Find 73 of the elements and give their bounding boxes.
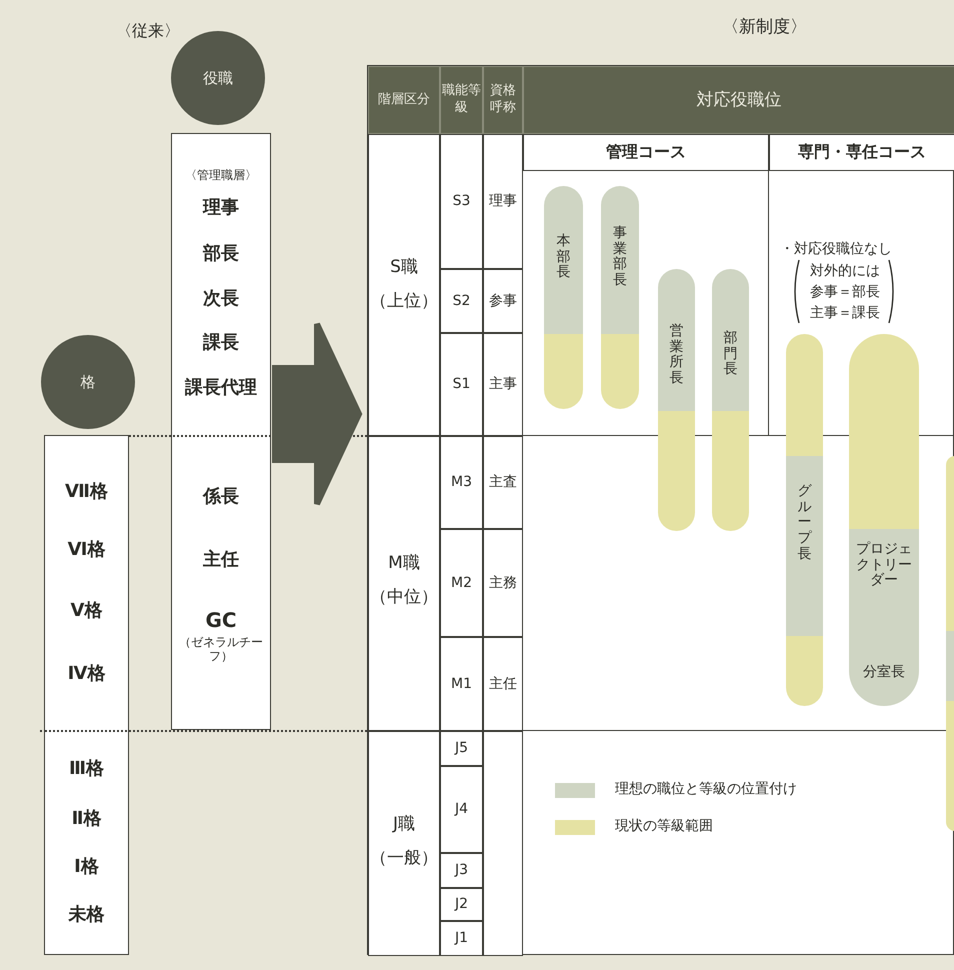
note-text: 参事＝部長 xyxy=(810,283,880,302)
position-name: 次長 xyxy=(203,289,239,310)
grade-name: Ⅳ格 xyxy=(68,664,106,685)
position-note: （ゼネラルチーフ） xyxy=(178,636,264,664)
note-text: ・対応役職位なし xyxy=(780,240,892,258)
grade-list-box xyxy=(44,435,129,955)
cell-text: S2 xyxy=(452,292,470,310)
grade-name: Ⅶ格 xyxy=(65,482,108,503)
cell-text: M1 xyxy=(451,674,472,694)
note-text: 対外的には xyxy=(810,262,880,281)
cell-text: M2 xyxy=(451,574,472,592)
cell-text: S1 xyxy=(452,375,470,394)
position-label: 部門長 xyxy=(723,331,738,378)
position-bar xyxy=(946,456,954,831)
table-heading: 〈新制度〉 xyxy=(722,16,807,38)
position-bar xyxy=(544,186,583,409)
cell-text: （中位） xyxy=(370,586,438,608)
cell-text: （上位） xyxy=(370,290,438,312)
header-text: 資格呼称 xyxy=(489,83,517,117)
position-label: 本部長 xyxy=(556,234,571,282)
cell-text: M3 xyxy=(451,473,472,492)
grade-name: Ⅵ格 xyxy=(68,540,106,561)
cell-text: J職 xyxy=(392,812,415,836)
grade-name: 未格 xyxy=(68,905,104,926)
position-name: GC xyxy=(205,609,237,632)
header-text: 対応役職位 xyxy=(696,88,782,112)
role-list-box xyxy=(171,133,271,730)
grade-name: Ⅴ格 xyxy=(70,601,102,622)
cell-text: 主査 xyxy=(489,473,517,492)
cell-text: S職 xyxy=(390,256,418,278)
position-name: 主任 xyxy=(203,550,239,571)
header-text: 階層区分 xyxy=(378,92,430,108)
position-label: グループ長 xyxy=(797,484,812,562)
position-label: プロジェクトリーダー xyxy=(855,542,913,590)
cell-text: 主事 xyxy=(489,375,517,394)
position-bar xyxy=(658,269,695,531)
course-heading: 専門・専任コース xyxy=(798,142,926,163)
grade-table xyxy=(367,65,954,955)
cell-text: J5 xyxy=(454,739,468,758)
cell-text: 主務 xyxy=(489,574,517,592)
position-label: 事業部長 xyxy=(612,226,628,289)
position-name: 課長 xyxy=(203,333,239,354)
cell-text: J3 xyxy=(454,861,468,880)
position-bar xyxy=(786,334,823,706)
note-text: 主事＝課長 xyxy=(810,304,880,323)
cell-text: J4 xyxy=(454,800,468,819)
position-name: 係長 xyxy=(203,487,239,508)
position-label: 分室長 xyxy=(862,665,906,681)
role-circle: 役職 xyxy=(171,31,265,125)
course-heading: 管理コース xyxy=(606,142,686,163)
grade-name: Ⅰ格 xyxy=(74,857,99,878)
position-name: 課長代理 xyxy=(185,378,257,399)
grade-circle: 格 xyxy=(41,335,135,429)
grade-name: Ⅲ格 xyxy=(68,759,104,780)
grade-name: Ⅱ格 xyxy=(72,809,102,830)
header-text: 職能等級 xyxy=(442,83,481,117)
cell-text: 理事 xyxy=(489,192,517,211)
block-arrow xyxy=(272,321,362,507)
cell-text: J1 xyxy=(454,929,468,948)
legend-text: 理想の職位と等級の位置付け xyxy=(615,780,797,799)
legend-text: 現状の等級範囲 xyxy=(615,817,713,836)
position-bar xyxy=(601,186,639,409)
cell-text: S3 xyxy=(452,192,470,211)
position-name: 理事 xyxy=(203,198,239,219)
cell-text: J2 xyxy=(454,895,468,914)
cell-text: 主任 xyxy=(489,674,517,694)
cell-text: 参事 xyxy=(489,292,517,310)
position-bar xyxy=(712,269,749,531)
cell-text: M職 xyxy=(388,552,420,574)
position-name: 部長 xyxy=(203,244,239,265)
position-heading: 〈管理職層〉 xyxy=(185,169,257,183)
cell-text: （一般） xyxy=(370,846,438,870)
position-label: 営業所長 xyxy=(669,324,684,387)
